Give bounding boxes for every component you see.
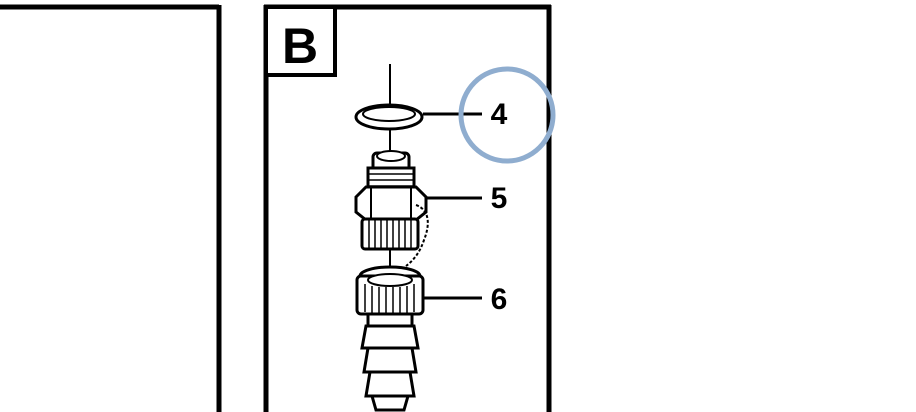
panel-label: B xyxy=(282,18,318,74)
hose-barb-coupling xyxy=(355,265,425,412)
o-ring-seal xyxy=(354,103,424,131)
left-panel-frame xyxy=(0,4,222,412)
callout-number-4: 4 xyxy=(491,98,508,131)
callout-number-6: 6 xyxy=(491,283,508,316)
leader-lines xyxy=(423,112,482,300)
highlight-circle xyxy=(458,66,556,164)
panel-label-box: B xyxy=(264,5,337,77)
threaded-adapter-with-cap xyxy=(354,150,429,267)
callout-number-5: 5 xyxy=(491,182,508,215)
